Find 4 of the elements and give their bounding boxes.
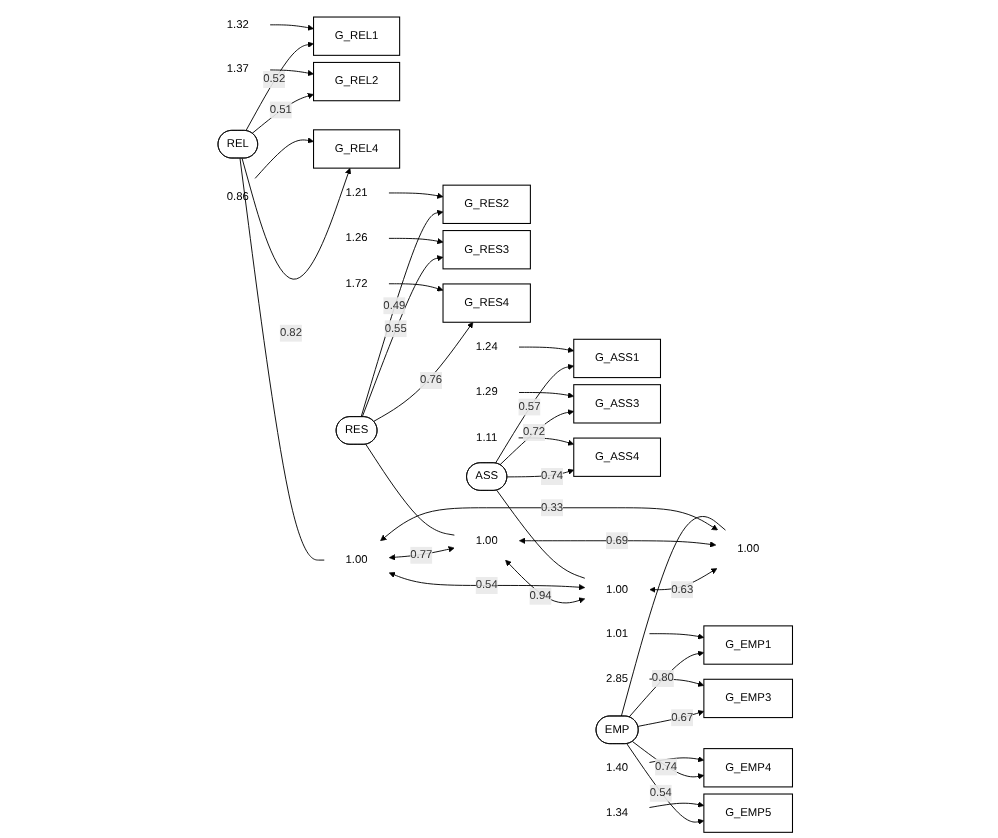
connector xyxy=(496,489,586,579)
connector xyxy=(365,443,455,536)
connector xyxy=(620,516,726,717)
connector xyxy=(239,157,325,561)
